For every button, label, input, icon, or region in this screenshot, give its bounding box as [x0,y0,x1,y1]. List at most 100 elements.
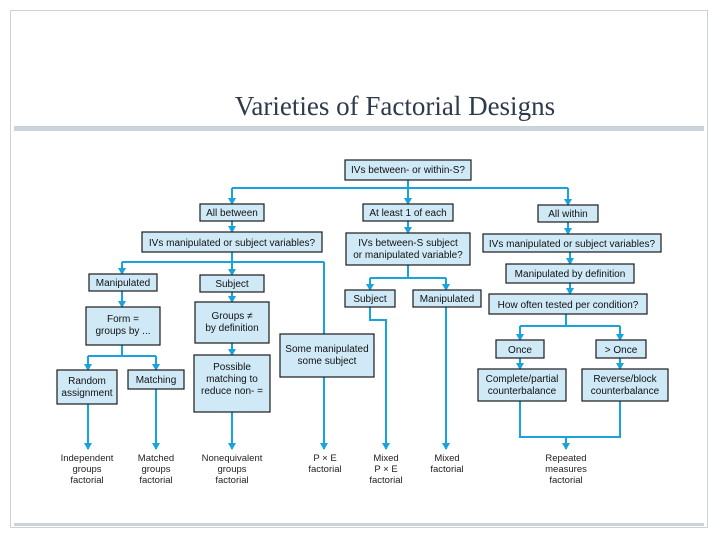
node-at-least-one-text: At least 1 of each [369,208,446,219]
node-within-question-text: IVs manipulated or subject variables? [489,239,656,250]
text-line: All within [548,209,587,220]
text-line: matching to [206,374,258,385]
node-groups-not-equal: Groups ≠by definition [194,301,270,344]
text-line: measures [545,464,587,475]
text-line: counterbalance [488,386,557,397]
node-root-text: IVs between- or within-S? [351,165,465,176]
text-line: by definition [205,323,258,334]
text-line: Matched [138,453,174,464]
node-subject-text: Subject [215,279,249,290]
slide-title: Varieties of Factorial Designs [234,91,556,121]
node-root: IVs between- or within-S? [344,159,472,181]
text-line: groups [217,464,246,475]
text-line: Some manipulated [285,344,368,355]
text-line: Form = [107,314,139,325]
text-line: assignment [61,388,112,399]
text-line: factorial [430,464,463,475]
node-mixed-subject: Subject [344,289,396,308]
bottom-bar [14,523,704,526]
text-line: Subject [353,294,387,305]
text-line: Subject [215,279,249,290]
node-mixed-subject-text: Subject [353,294,387,305]
text-line: Mixed [373,453,398,464]
text-line: groups [72,464,101,475]
slide-frame [10,10,708,528]
text-line: factorial [549,475,582,486]
text-line: Manipulated [420,294,474,305]
text-line: IVs manipulated or subject variables? [489,239,656,250]
text-line: factorial [70,475,103,486]
node-form-groups-text: Form =groups by ... [95,314,150,337]
text-line: Groups ≠ [211,311,253,322]
node-between-question-text: IVs manipulated or subject variables? [149,238,316,249]
text-line: Repeated [545,453,586,464]
node-all-between-text: All between [206,208,258,219]
node-mixed-manipulated: Manipulated [412,289,482,308]
node-manipulated-by-definition: Manipulated by definition [505,263,635,284]
text-line: P × E [313,453,336,464]
text-line: P × E [374,464,397,475]
node-manipulated: Manipulated [88,273,158,292]
text-line: Independent [61,453,114,464]
text-line: Random [68,376,106,387]
text-line: Complete/partial [486,374,559,385]
node-matching: Matching [127,369,185,390]
node-at-least-one: At least 1 of each [362,203,454,222]
node-matching-text: Matching [136,375,177,386]
text-line: counterbalance [591,386,660,397]
node-how-often-text: How often tested per condition? [498,300,639,311]
title-divider [14,126,704,131]
node-groups-not-equal-text: Groups ≠by definition [205,311,258,334]
node-once: Once [495,339,545,359]
node-more-than-once-text: > Once [605,345,638,356]
text-line: How often tested per condition? [498,300,639,311]
node-mixed-manipulated-text: Manipulated [420,294,474,305]
text-line: some subject [298,356,357,367]
text-line: Once [508,345,532,356]
text-line: factorial [369,475,402,486]
text-line: groups by ... [95,326,150,337]
node-manipulated-text: Manipulated [96,278,150,289]
node-manipulated-by-definition-text: Manipulated by definition [515,269,626,280]
node-subject: Subject [199,274,265,293]
text-line: IVs between-S subject [358,238,458,249]
text-line: or manipulated variable? [353,250,463,261]
text-line: Matching [136,375,177,386]
node-form-groups: Form =groups by ... [85,306,161,346]
node-once-text: Once [508,345,532,356]
text-line: IVs manipulated or subject variables? [149,238,316,249]
node-all-within: All within [537,204,599,223]
text-line: All between [206,208,258,219]
text-line: Nonequivalent [202,453,263,464]
node-all-within-text: All within [548,209,587,220]
text-line: Mixed [434,453,459,464]
text-line: reduce non- = [201,386,263,397]
node-all-between: All between [199,203,265,222]
text-line: IVs between- or within-S? [351,165,465,176]
text-line: factorial [308,464,341,475]
text-line: groups [141,464,170,475]
node-between-question: IVs manipulated or subject variables? [141,231,323,253]
text-line: Reverse/block [593,374,657,385]
text-line: Manipulated [96,278,150,289]
node-how-often: How often tested per condition? [488,293,648,315]
